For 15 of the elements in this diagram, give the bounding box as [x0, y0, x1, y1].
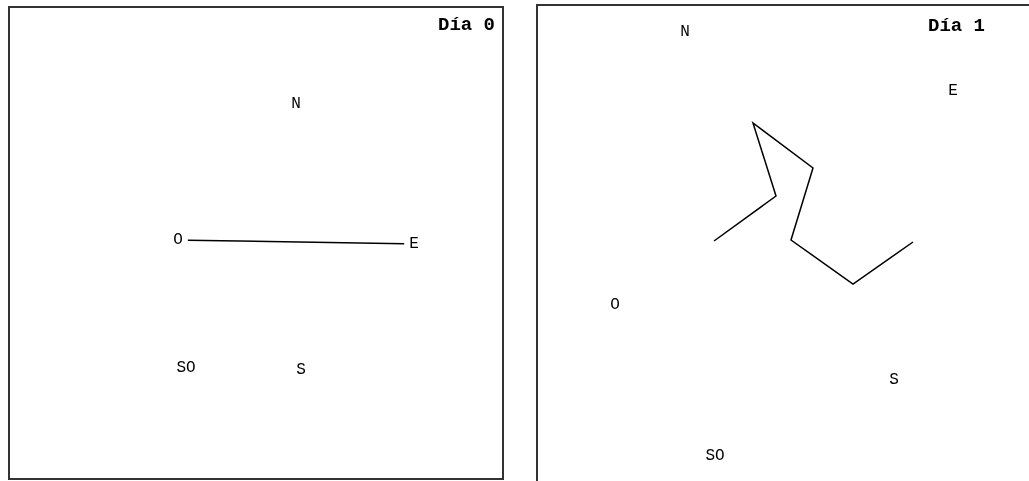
panel-title: Día 1 — [928, 15, 985, 37]
panel-frame — [8, 6, 504, 480]
connector-line — [187, 239, 405, 245]
compass-label: O — [608, 296, 622, 314]
compass-label: S — [887, 371, 901, 389]
panel-title: Día 0 — [438, 14, 495, 36]
compass-label: N — [678, 23, 692, 41]
compass-label: SO — [174, 359, 198, 377]
compass-label: E — [946, 82, 960, 100]
compass-label: E — [407, 235, 421, 253]
compass-label: S — [294, 361, 308, 379]
panel-frame — [536, 4, 1029, 481]
compass-label: N — [289, 95, 303, 113]
compass-label: O — [171, 231, 185, 249]
compass-label: SO — [703, 447, 727, 465]
